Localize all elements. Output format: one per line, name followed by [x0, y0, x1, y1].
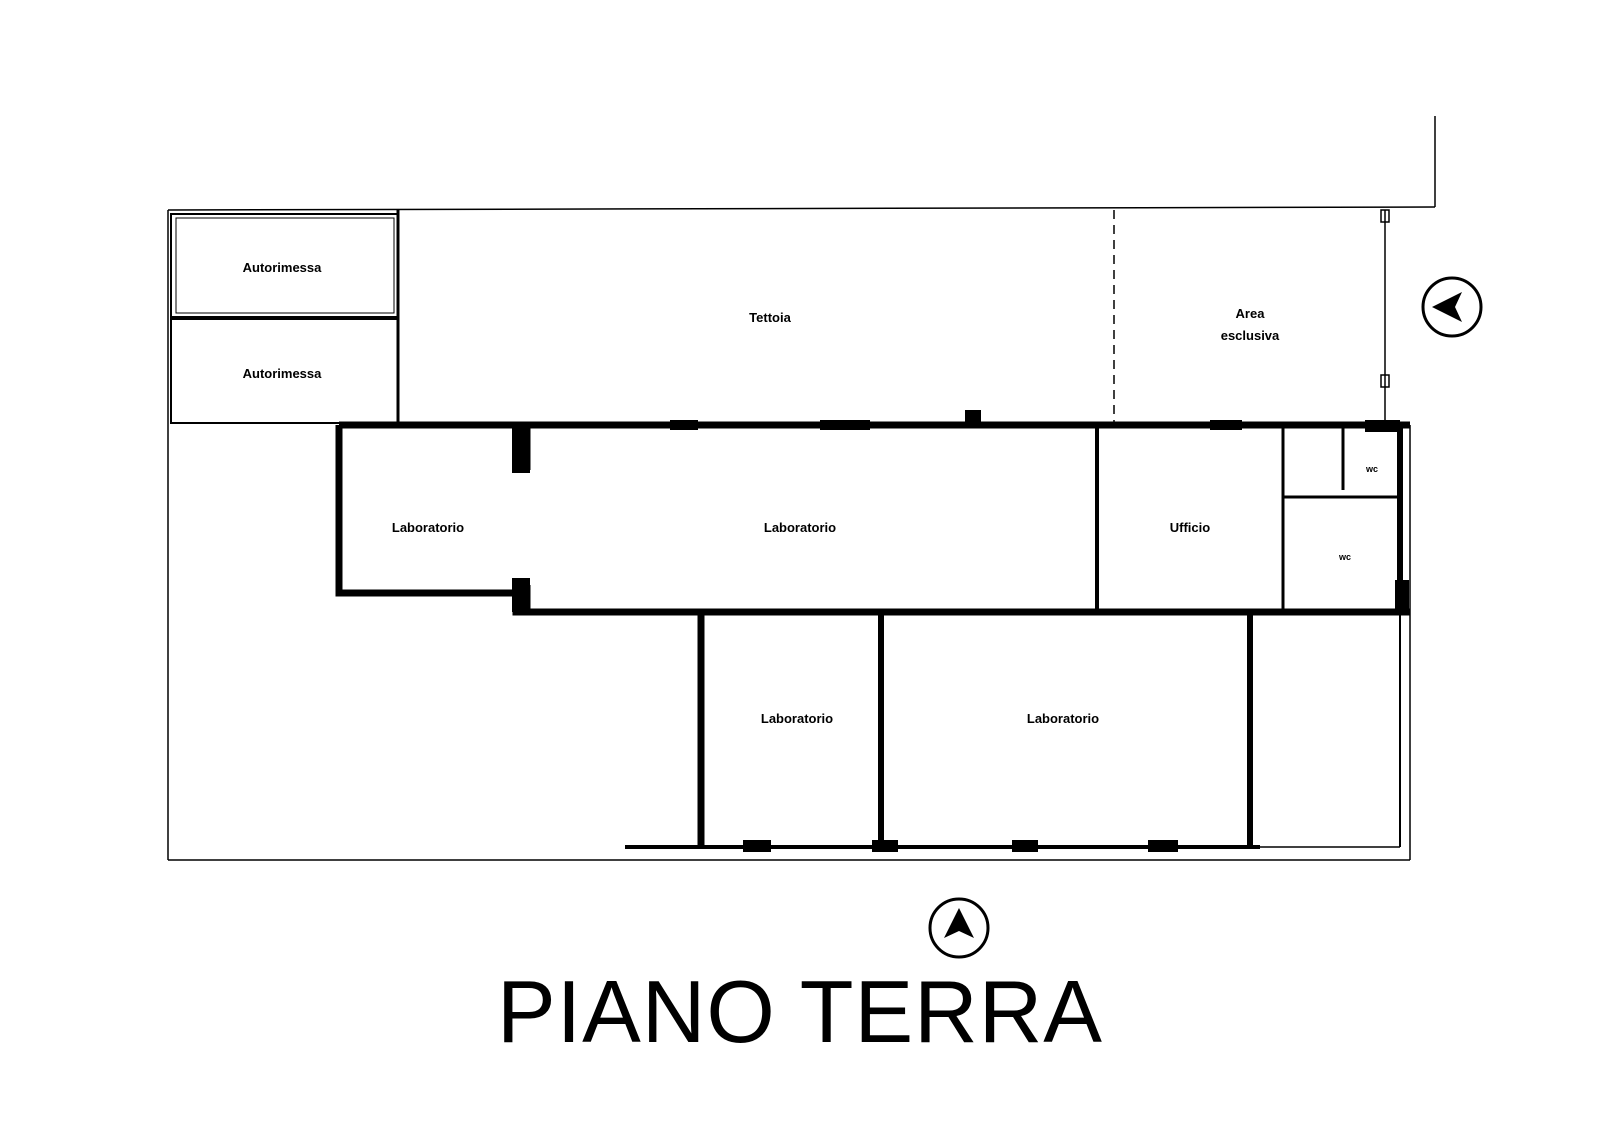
lower-extension-walls	[625, 612, 1401, 849]
label-lab-central: Laboratorio	[764, 520, 836, 535]
label-autorimessa-2: Autorimessa	[243, 366, 323, 381]
east-drainpipe	[1380, 209, 1390, 388]
label-wc-small: wc	[1365, 464, 1378, 474]
floor-title: PIANO TERRA	[497, 962, 1103, 1061]
label-autorimessa-1: Autorimessa	[243, 260, 323, 275]
label-exclusive-area-2: esclusiva	[1221, 328, 1280, 343]
main-building-walls	[335, 421, 1410, 616]
label-office: Ufficio	[1170, 520, 1211, 535]
entrance-arrow-left-icon	[1421, 276, 1483, 338]
label-lab-west: Laboratorio	[392, 520, 464, 535]
pillars	[512, 410, 1409, 852]
label-terrace: Tettoia	[749, 310, 791, 325]
label-exclusive-area-1: Area	[1236, 306, 1266, 321]
garage-block	[170, 210, 400, 425]
lot-boundary	[167, 116, 1436, 861]
label-lab-south-large: Laboratorio	[1027, 711, 1099, 726]
entrance-arrow-up-icon	[928, 897, 990, 959]
label-lab-south-small: Laboratorio	[761, 711, 833, 726]
label-wc: wc	[1338, 552, 1351, 562]
room-labels: Autorimessa Autorimessa Tettoia Area esc…	[243, 260, 1378, 726]
